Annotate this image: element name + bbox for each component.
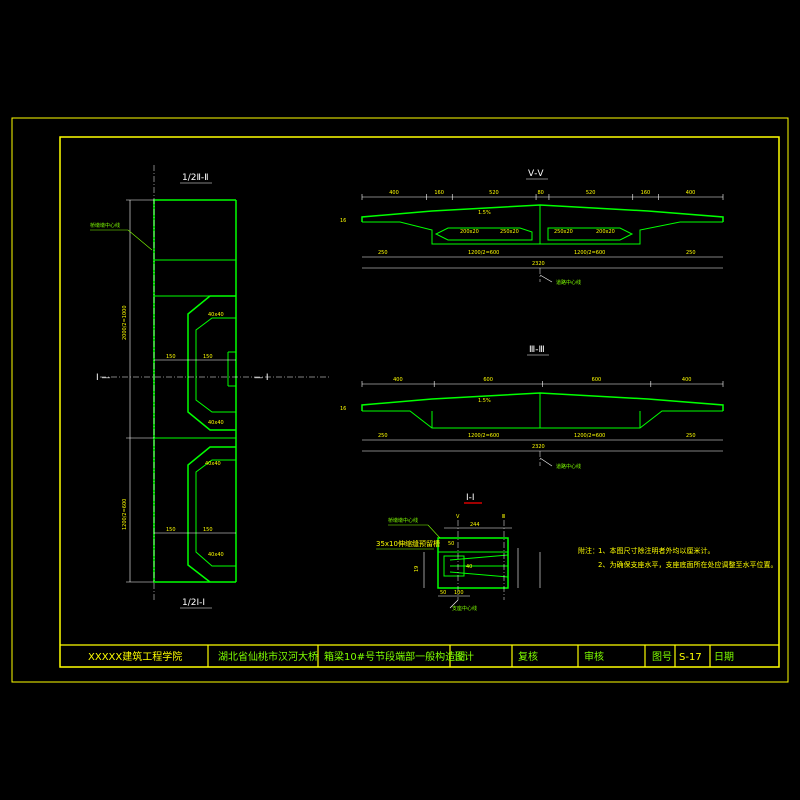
detail-50a: 50: [448, 541, 454, 547]
v-dim-b3: 1200/2=600: [574, 250, 605, 256]
dim-left-upper: 2000/2=1000: [122, 305, 128, 340]
dim-150-c: 150: [166, 527, 176, 533]
v-inner-1: 200x20: [460, 229, 479, 235]
detail-bearing: 35x10伸缩缝预留槽: [376, 539, 440, 548]
v-dim-b4: 250: [686, 250, 696, 256]
iii-center-label: 道路中心线: [556, 463, 581, 470]
sec-label-right: — Ⅰ: [254, 373, 269, 383]
detail-50b: 50: [440, 590, 446, 596]
chamfer-3: 40x40: [205, 461, 221, 467]
v-dim-label: 80: [538, 190, 544, 196]
chamfer-4: 40x40: [208, 552, 224, 558]
v-dim-total: 2320: [532, 261, 545, 267]
iii-slope: 1.5%: [478, 398, 491, 404]
v-slope: 1.5%: [478, 210, 491, 216]
v-inner-2: 250x20: [500, 229, 519, 235]
left-top-title: 1/2Ⅱ-Ⅱ: [182, 173, 209, 183]
iii-dim-total: 2320: [532, 444, 545, 450]
v-dim-label: 160: [434, 190, 444, 196]
notes-line1: 1、本图尺寸除注明者外均以厘米计。: [598, 546, 714, 555]
tb-project: 湖北省仙桃市汉河大桥: [218, 650, 318, 663]
v-dim-b1: 250: [378, 250, 388, 256]
v-left-h: 16: [340, 218, 346, 224]
mid-section-title: Ⅲ-Ⅲ: [529, 345, 545, 355]
pier-center-label: 桥墩墩中心线: [90, 222, 120, 229]
notes: 附注： 1、本图尺寸除注明者外均以厘米计。 2、为确保支座水平，支座底面所在处应…: [578, 546, 777, 569]
outer-frame: [11, 117, 789, 683]
detail-244: 244: [470, 522, 480, 528]
tb-date: 日期: [714, 651, 734, 663]
tb-drawing: 箱梁10#号节段端部一般构造图: [324, 650, 465, 663]
v-dim-label: 400: [389, 190, 399, 196]
title-block: XXXXX建筑工程学院 湖北省仙桃市汉河大桥 箱梁10#号节段端部一般构造图 设…: [60, 644, 779, 667]
detail-v: Ⅴ: [456, 514, 460, 520]
iii-dim-label: 400: [393, 377, 403, 383]
detail-support: 支座中心线: [452, 605, 477, 612]
detail-i: Ⅰ-Ⅰ 244 Ⅴ Ⅲ 桥墩墩中心线 35x10伸缩缝预留槽 50 40 19 …: [376, 493, 541, 612]
chamfer-2: 40x40: [208, 420, 224, 426]
v-center-label: 道路中心线: [556, 279, 581, 286]
tb-sheet-label: 图号: [652, 651, 672, 663]
left-bottom-title: 1/2Ⅰ-Ⅰ: [182, 598, 205, 608]
v-dim-label: 160: [641, 190, 651, 196]
tb-sheet-no: S-17: [679, 652, 702, 663]
detail-19: 19: [414, 566, 420, 572]
notes-line2: 2、为确保支座水平，支座底面所在处应调整至水平位置。: [598, 560, 777, 569]
v-dim-label: 520: [586, 190, 596, 196]
detail-pier: 桥墩墩中心线: [388, 517, 418, 524]
section-v: Ⅴ-Ⅴ 400 160 520 80 520 160 400 200x20 250x20 2…: [340, 169, 724, 286]
v-inner-3: 250x20: [554, 229, 573, 235]
sec-label-left: Ⅰ —: [96, 373, 111, 383]
v-dim-b2: 1200/2=600: [468, 250, 499, 256]
iii-left-h: 16: [340, 406, 346, 412]
iii-dim-label: 600: [483, 377, 493, 383]
dim-150-a: 150: [166, 354, 176, 360]
chamfer-1: 40x40: [208, 312, 224, 318]
v-dim-label: 520: [489, 190, 499, 196]
iii-dim-label: 400: [682, 377, 692, 383]
iii-dim-b4: 250: [686, 433, 696, 439]
tb-school: XXXXX建筑工程学院: [88, 650, 182, 663]
left-view: 1/2Ⅱ-Ⅱ 1/2Ⅰ-Ⅰ Ⅰ — — Ⅰ 2000/2=1000 1200/2…: [90, 165, 330, 609]
detail-iii: Ⅲ: [502, 514, 505, 520]
iii-dim-b1: 250: [378, 433, 388, 439]
iii-dim-b2: 1200/2=600: [468, 433, 499, 439]
v-dim-label: 400: [686, 190, 696, 196]
tb-design: 设计: [454, 650, 474, 663]
inner-frame: [59, 136, 780, 668]
dim-left-lower: 1200/2=600: [122, 499, 128, 530]
iii-dim-label: 600: [592, 377, 602, 383]
detail-40: 40: [466, 564, 472, 570]
dim-150-b: 150: [203, 354, 213, 360]
detail-title: Ⅰ-Ⅰ: [466, 493, 475, 503]
tb-review: 审核: [584, 650, 604, 663]
tb-check: 复核: [518, 650, 538, 663]
iii-dim-b3: 1200/2=600: [574, 433, 605, 439]
top-section-title: Ⅴ-Ⅴ: [528, 169, 544, 179]
dim-150-d: 150: [203, 527, 213, 533]
notes-heading: 附注：: [578, 546, 599, 555]
detail-100: 100: [454, 590, 464, 596]
v-inner-4: 200x20: [596, 229, 615, 235]
